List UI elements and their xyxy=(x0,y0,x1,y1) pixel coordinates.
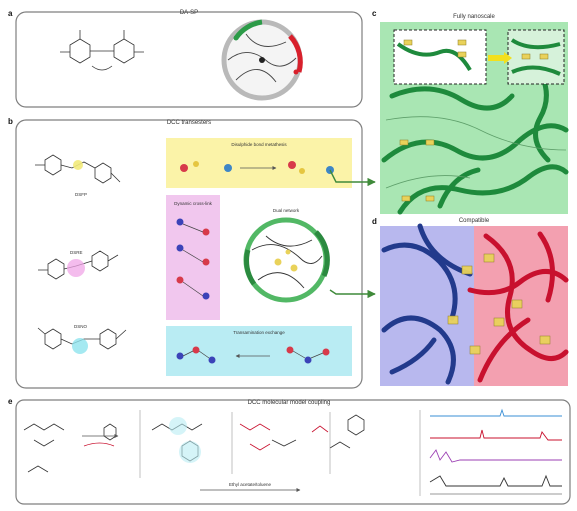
monomer-label-1: DSFP xyxy=(75,192,87,197)
box-dynamic-cross-link: Dynamic cross-link xyxy=(166,195,220,320)
panel-c: c Fully nanoscale xyxy=(372,9,569,215)
panel-e-letter: e xyxy=(8,397,13,406)
cross-links-c xyxy=(399,139,435,202)
box-cyan-title: Transamination exchange xyxy=(233,330,285,335)
panel-b-title: DCC transesters xyxy=(167,120,211,126)
connector-arrows xyxy=(329,169,376,299)
conditions-text: Ethyl acetate/toluene xyxy=(229,482,272,487)
panel-a-letter: a xyxy=(8,9,13,18)
green-network xyxy=(381,57,569,215)
monomer-structure-1: DSFP xyxy=(35,154,121,197)
panel-e-title: DCC molecular model coupling xyxy=(248,400,331,406)
monomer-structure-2: DSRE xyxy=(38,250,119,280)
inset-right xyxy=(510,38,561,76)
box-pink-title: Dynamic cross-link xyxy=(174,201,213,206)
arrow-right-icon xyxy=(329,169,376,187)
panel-b: b DCC transesters DSFP DSRE xyxy=(8,117,363,389)
panel-c-letter: c xyxy=(372,9,377,18)
panel-d: d Compatible xyxy=(372,217,569,386)
monomer-structure-a xyxy=(60,30,144,71)
network-circle-a xyxy=(221,19,303,101)
products xyxy=(151,412,365,474)
panel-d-title: Compatible xyxy=(459,218,490,224)
cross-links-d xyxy=(447,253,551,355)
panel-e: e DCC molecular model coupling xyxy=(8,397,571,505)
panel-d-letter: d xyxy=(372,217,377,226)
monomer-label-3: DSNO xyxy=(74,324,88,329)
arrow-right-icon xyxy=(329,289,376,299)
panel-a-title: DA-SP xyxy=(180,10,198,16)
panel-b-letter: b xyxy=(8,117,13,126)
spectra-chart xyxy=(419,408,562,496)
network-circle-b: Dual network xyxy=(243,208,330,303)
panel-a: a DA-SP xyxy=(8,9,363,108)
network-title: Dual network xyxy=(273,208,300,213)
box-transamination: Transamination exchange xyxy=(166,326,352,376)
panel-c-title: Fully nanoscale xyxy=(453,14,495,20)
reactants xyxy=(23,423,117,473)
inset-left xyxy=(396,39,472,72)
green-thin-lines xyxy=(385,116,567,189)
monomer-structure-3: DSNO xyxy=(37,324,127,354)
reaction-conditions: Ethyl acetate/toluene xyxy=(200,482,301,492)
red-network xyxy=(467,231,569,383)
monomer-label-2: DSRE xyxy=(70,250,83,255)
box-disulphide-metathesis: Disulphide bond metathesis xyxy=(166,138,352,188)
box-yellow-title: Disulphide bond metathesis xyxy=(231,142,287,147)
